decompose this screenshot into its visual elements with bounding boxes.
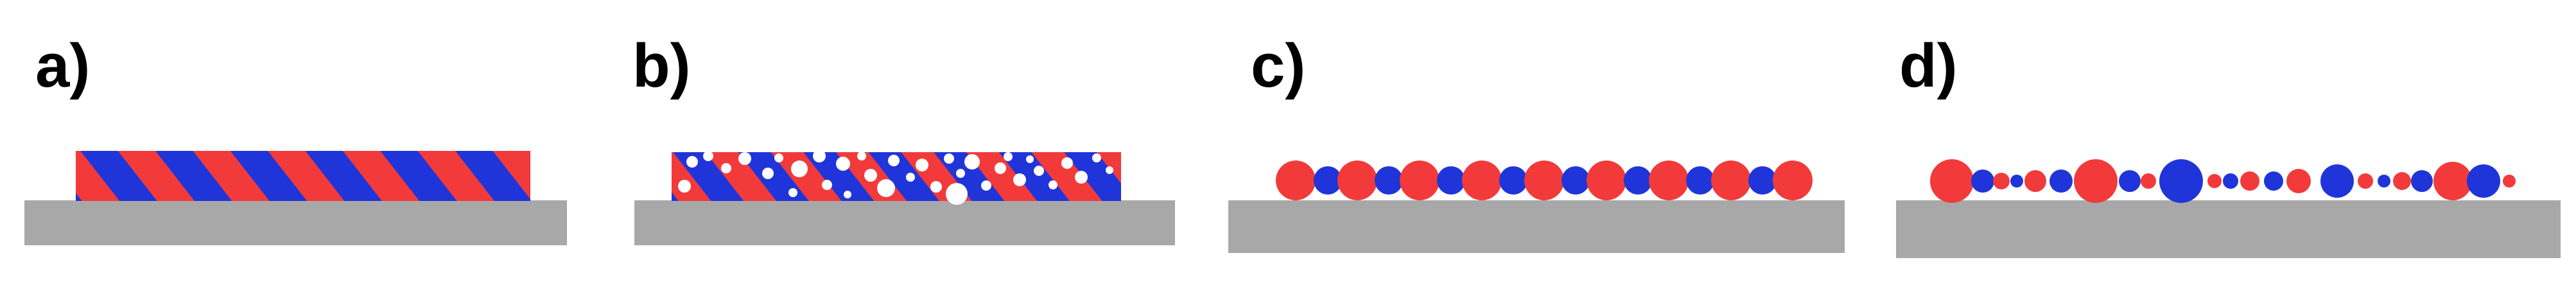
droplet-chain-c	[1276, 161, 1813, 200]
pore	[956, 169, 965, 178]
droplet-red	[1773, 161, 1813, 200]
droplet-red	[1400, 161, 1440, 200]
panel-label-c: c)	[1251, 31, 1305, 100]
pore	[864, 169, 877, 182]
droplet-blue	[1437, 166, 1465, 195]
droplet-red	[2393, 172, 2411, 190]
pore	[857, 152, 866, 161]
droplet-red	[1587, 161, 1626, 200]
droplet-red	[2286, 169, 2311, 193]
pore	[888, 155, 900, 166]
droplet-blue	[1971, 170, 1994, 193]
pore	[995, 162, 1006, 174]
panel-label-b: b)	[632, 31, 691, 100]
panel-d: d)	[1896, 31, 2561, 258]
pores-group	[678, 150, 1113, 205]
pore	[981, 180, 991, 191]
pore	[1049, 180, 1057, 189]
droplet-red	[1711, 161, 1751, 200]
panel-label-a: a)	[35, 31, 90, 100]
droplet-blue	[2049, 170, 2073, 193]
pore	[822, 180, 832, 190]
droplet-red	[1649, 161, 1689, 200]
pore	[721, 163, 731, 173]
pore	[1075, 171, 1088, 184]
pore	[964, 154, 980, 170]
panel-b: b)	[632, 31, 1175, 245]
pore	[686, 156, 698, 168]
droplet-red	[2358, 173, 2373, 189]
substrate-b	[634, 200, 1175, 245]
droplet-red	[1930, 159, 1974, 203]
droplet-blue	[1562, 166, 1590, 195]
pore	[762, 168, 774, 179]
droplet-red	[1524, 161, 1564, 200]
pore	[1026, 155, 1034, 163]
pore	[906, 173, 915, 182]
pore	[877, 179, 895, 197]
pore	[1034, 166, 1044, 176]
striped-film-a	[76, 151, 530, 201]
droplet-red	[1462, 161, 1502, 200]
pore	[1092, 153, 1101, 162]
pore	[836, 157, 850, 171]
substrate-c	[1228, 200, 1845, 253]
droplet-red	[2207, 174, 2222, 188]
pore	[1013, 173, 1026, 186]
droplet-chain-d	[1930, 159, 2516, 203]
droplet-red	[2433, 162, 2472, 200]
panel-c: c)	[1228, 31, 1845, 253]
panel-label-d: d)	[1899, 31, 1958, 100]
pore	[738, 152, 751, 165]
droplet-red	[1276, 161, 1316, 200]
droplet-blue	[2378, 175, 2390, 187]
droplet-blue	[1375, 166, 1403, 195]
droplet-blue	[2320, 164, 2354, 198]
droplet-blue	[1686, 166, 1714, 195]
pore	[678, 180, 691, 193]
droplet-red	[2024, 170, 2046, 192]
droplet-blue	[1624, 166, 1652, 195]
droplet-red	[2141, 173, 2156, 189]
substrate-a	[24, 200, 567, 245]
droplet-blue	[2119, 170, 2141, 192]
pore	[703, 151, 713, 161]
pore	[844, 191, 851, 198]
droplet-blue	[2467, 164, 2500, 198]
pore	[788, 188, 797, 197]
pore	[1106, 166, 1113, 174]
pore	[944, 153, 954, 164]
droplet-red	[2074, 159, 2118, 203]
droplet-red	[1993, 173, 2010, 189]
pore	[1061, 157, 1073, 169]
droplet-blue	[2010, 175, 2023, 187]
droplet-blue	[2223, 173, 2238, 189]
pore	[930, 181, 942, 193]
pore	[1004, 152, 1013, 161]
droplet-red	[2240, 171, 2259, 191]
substrate-d	[1896, 200, 2561, 258]
droplet-blue	[1748, 166, 1777, 195]
pore	[813, 150, 826, 162]
pore	[774, 153, 783, 162]
pore	[946, 183, 968, 205]
droplet-red	[2503, 175, 2516, 187]
droplet-blue	[2264, 171, 2283, 191]
droplet-blue	[2159, 159, 2203, 203]
pore	[791, 161, 808, 177]
droplet-blue	[1314, 166, 1342, 195]
droplet-red	[1337, 161, 1377, 200]
panel-a: a)	[24, 31, 567, 245]
pore	[916, 159, 928, 171]
droplet-blue	[1499, 166, 1527, 195]
droplet-blue	[2411, 170, 2433, 192]
